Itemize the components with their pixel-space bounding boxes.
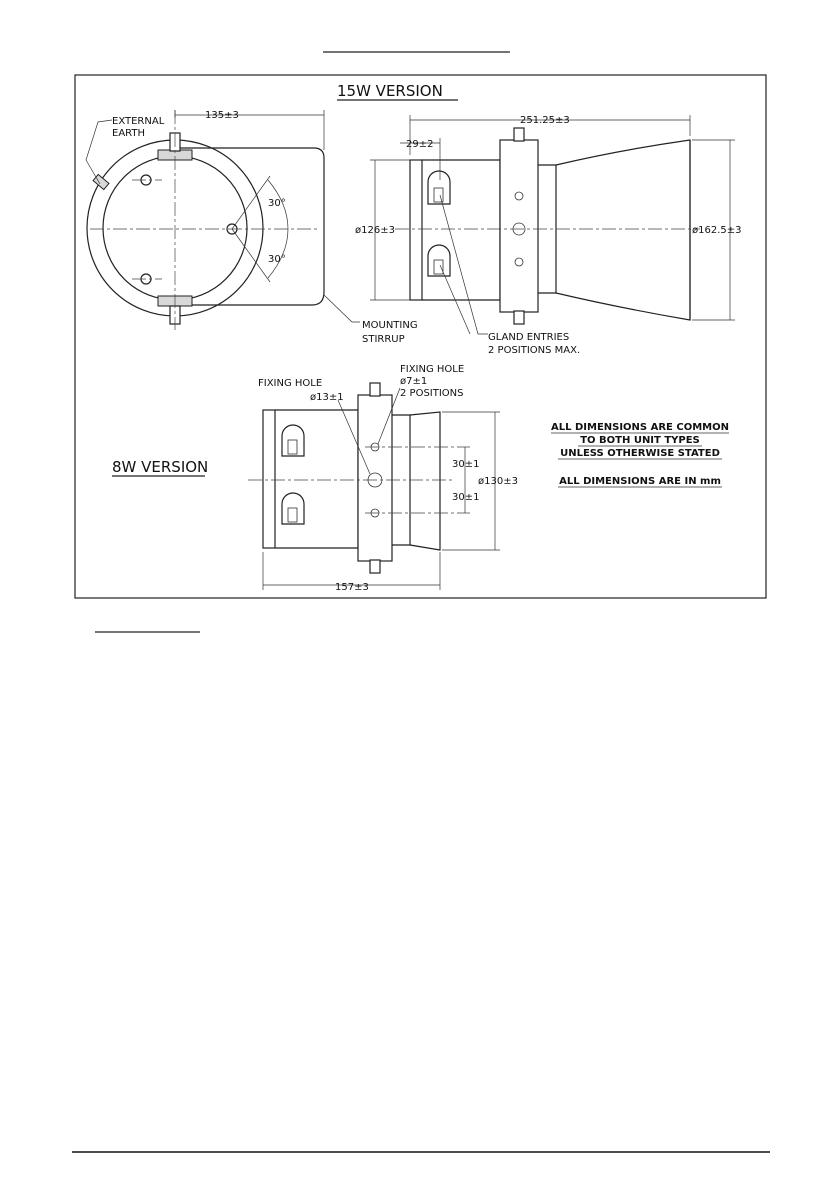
label-mounting: MOUNTING (362, 320, 418, 331)
dim-29: 29±2 (406, 139, 433, 150)
dim-30-top: 30±1 (452, 459, 479, 470)
label-fixing-hole-small-3: 2 POSITIONS (400, 388, 464, 399)
bracket-band-15w (500, 140, 538, 312)
bracket-bolt-top-15w (514, 128, 524, 141)
dim-30-bottom: 30±1 (452, 492, 479, 503)
label-fixing-hole-small-2: ø7±1 (400, 376, 427, 387)
angle-label-bottom: 30° (268, 254, 286, 265)
rear-cap-15w (410, 160, 422, 300)
dim-126: ø126±3 (355, 225, 395, 236)
label-fixing-hole-small-1: FIXING HOLE (400, 364, 464, 375)
gland-lower-15w (428, 245, 450, 276)
label-earth: EARTH (112, 128, 145, 139)
label-fixing-hole-large-1: FIXING HOLE (258, 378, 322, 389)
angle-label-top: 30° (268, 198, 286, 209)
side-view-8w: 30±1 30±1 ø130±3 157±3 FIXING HOLE ø7±1 … (248, 364, 518, 593)
general-notes: ALL DIMENSIONS ARE COMMON TO BOTH UNIT T… (551, 422, 729, 487)
earth-leader (86, 120, 112, 184)
dim-130: ø130±3 (478, 476, 518, 487)
title-8w: 8W VERSION (112, 458, 208, 476)
gland-upper-15w (428, 171, 450, 204)
title-15w: 15W VERSION (337, 82, 443, 100)
horn-15w (556, 140, 690, 320)
label-gland-positions: 2 POSITIONS MAX. (488, 345, 580, 356)
gland-lower-8w (282, 493, 304, 524)
label-stirrup: STIRRUP (362, 334, 405, 345)
label-gland-entries: GLAND ENTRIES (488, 332, 569, 343)
note-line-1: ALL DIMENSIONS ARE COMMON (551, 422, 729, 433)
note-line-2: TO BOTH UNIT TYPES (580, 435, 700, 446)
rear-cap-8w (263, 410, 275, 548)
note-line-4: ALL DIMENSIONS ARE IN mm (559, 476, 721, 487)
horn-8w (410, 412, 440, 550)
stirrup-leader (324, 295, 360, 322)
bracket-bolt-bottom-15w (514, 311, 524, 324)
gland-upper-8w (282, 425, 304, 456)
dim-162: ø162.5±3 (692, 225, 742, 236)
bracket-band-8w (358, 395, 392, 561)
dim-135: 135±3 (205, 110, 239, 121)
note-line-3: UNLESS OTHERWISE STATED (560, 448, 720, 459)
dim-157: 157±3 (335, 582, 369, 593)
bracket-bolt-bottom-8w (370, 560, 380, 573)
label-external: EXTERNAL (112, 116, 165, 127)
bracket-bolt-top-8w (370, 383, 380, 396)
dim-251: 251.25±3 (520, 115, 570, 126)
